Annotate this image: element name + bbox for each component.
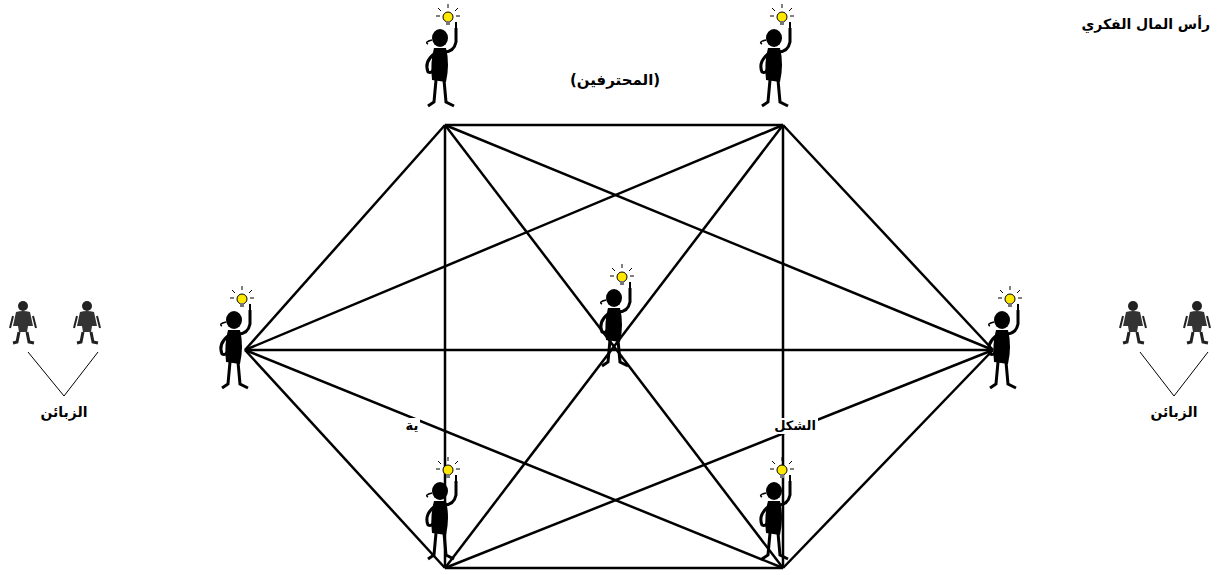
customer-figures [10, 301, 1210, 343]
fragment-label: ية [404, 418, 421, 434]
diagram-title: رأس المال الفكري [1079, 16, 1212, 33]
group-label: (المحترفين) [568, 71, 662, 89]
customer-label: الزبائن [1148, 404, 1199, 421]
customer-label: الزبائن [38, 404, 89, 421]
fragment-label: الشكل [772, 418, 818, 434]
customer-brackets [28, 352, 1208, 396]
network-lines [245, 125, 993, 568]
professional-figures [221, 4, 1022, 559]
